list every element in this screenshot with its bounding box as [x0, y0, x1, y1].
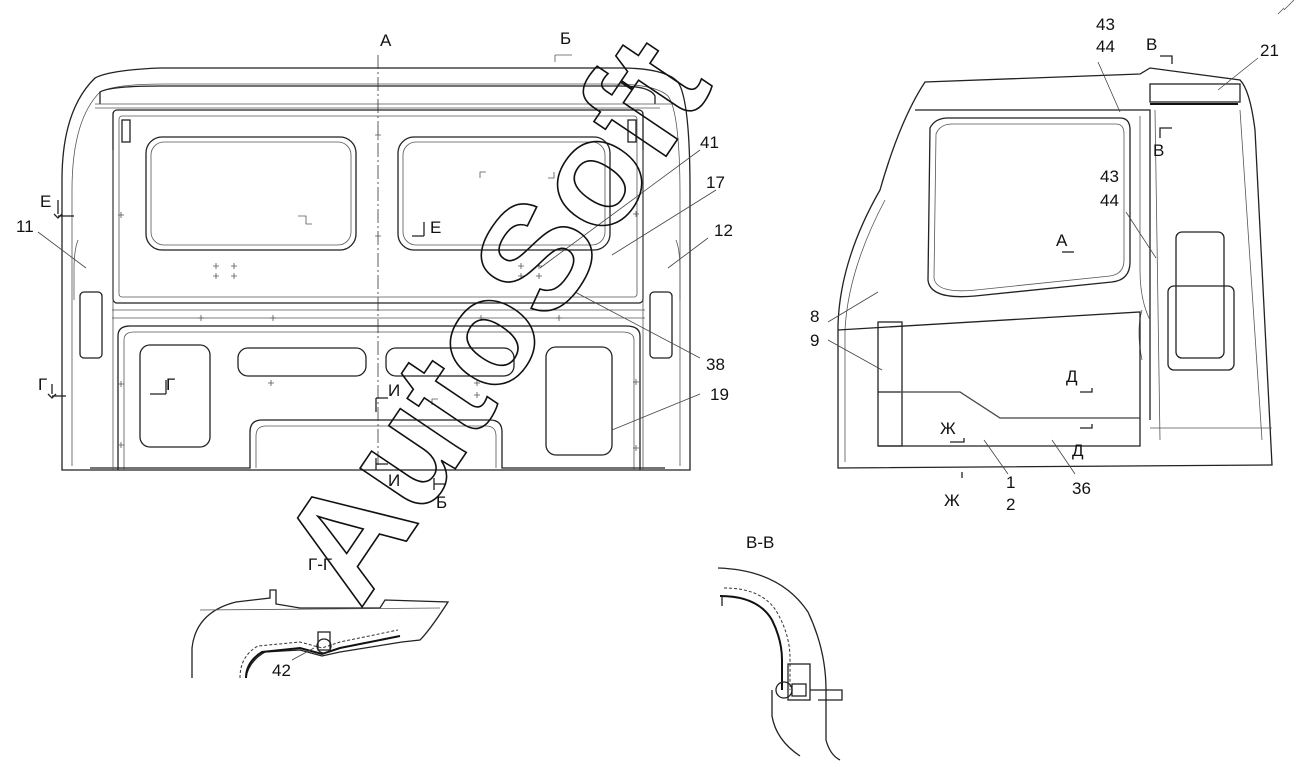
section-vv: В-В — [717, 533, 843, 761]
callout-17: 17 — [706, 173, 725, 192]
section-mark-a-side: А — [1056, 231, 1068, 250]
section-mark-g-mid: Г — [166, 375, 175, 394]
section-mark-b-bottom: Б — [436, 493, 447, 512]
fastener-marks — [118, 132, 639, 451]
watermark: AutoSoft — [247, 9, 740, 628]
floor-tunnel — [90, 419, 665, 469]
section-mark-v-mid: В — [1153, 141, 1164, 160]
section-mark-e-left: Е — [40, 192, 51, 211]
section-e-left-arrow — [53, 200, 63, 219]
slot-right — [385, 347, 515, 377]
front-inner-contour — [71, 83, 681, 466]
callout-2: 2 — [1006, 495, 1015, 514]
section-mark-i-upper: И — [388, 381, 400, 400]
side-pillar-panel — [877, 321, 903, 447]
section-gg-bolt — [317, 631, 331, 651]
section-mark-a-top: А — [380, 31, 392, 50]
section-vv-title: В-В — [746, 533, 774, 552]
callout-44-top: 44 — [1096, 37, 1115, 56]
section-vv-bracket — [787, 663, 811, 701]
lower-left-opening — [139, 344, 211, 448]
left-bracket — [121, 119, 131, 143]
callout-11: 11 — [16, 217, 34, 236]
corner-mark — [1277, 0, 1295, 15]
side-lower-contour — [837, 311, 1141, 419]
callout-36: 36 — [1072, 479, 1091, 498]
side-outer-contour — [837, 67, 1273, 469]
section-g-left-arrow — [47, 384, 57, 399]
front-leaders — [37, 149, 717, 431]
callout-42: 42 — [272, 661, 291, 680]
right-window — [397, 136, 611, 251]
front-view: А Б Е Е Г Г И И Б 11 41 17 12 38 19 — [16, 29, 733, 512]
side-leaders — [827, 57, 1259, 475]
rear-panel-opening — [1175, 231, 1225, 359]
section-gg: Г-Г 42 — [191, 555, 450, 680]
callout-9: 9 — [810, 331, 819, 350]
section-gg-title: Г-Г — [308, 555, 332, 574]
section-mark-i-lower: И — [388, 471, 400, 490]
roof-rail-side — [1149, 83, 1241, 103]
callout-44-mid: 44 — [1100, 191, 1119, 210]
section-mark-b-top: Б — [560, 29, 571, 48]
callout-38: 38 — [706, 355, 725, 374]
section-mark-d-lower: Д — [1072, 441, 1084, 460]
callout-8: 8 — [810, 307, 819, 326]
side-window — [927, 117, 1131, 298]
right-bracket — [627, 119, 637, 143]
callout-43-mid: 43 — [1100, 167, 1119, 186]
callout-1: 1 — [1006, 473, 1015, 492]
front-outer-contour — [61, 67, 691, 471]
section-vv-outer — [717, 567, 841, 761]
section-mark-g-left: Г — [38, 375, 47, 394]
callout-19: 19 — [710, 385, 729, 404]
lower-right-opening — [545, 346, 613, 456]
section-mark-zh-upper: Ж — [940, 419, 956, 438]
right-pillar — [649, 291, 673, 359]
left-window — [145, 136, 357, 251]
section-mark-d-upper: Д — [1066, 367, 1078, 386]
callout-21: 21 — [1260, 41, 1279, 60]
side-view: 43 44 В В 21 43 44 А 8 9 Д Д Ж Ж 1 2 36 — [810, 0, 1295, 514]
callout-41: 41 — [700, 133, 719, 152]
section-gg-outer — [191, 589, 450, 679]
section-v-top-arrow — [1160, 55, 1173, 64]
callout-12: 12 — [714, 221, 733, 240]
roof-rail — [99, 85, 656, 104]
section-mark-e-mid: Е — [430, 218, 441, 237]
section-mark-zh-lower: Ж — [944, 491, 960, 510]
slot-left — [237, 347, 367, 377]
left-pillar — [79, 291, 103, 359]
callout-43-top: 43 — [1096, 15, 1115, 34]
section-mark-v-top: В — [1146, 35, 1157, 54]
